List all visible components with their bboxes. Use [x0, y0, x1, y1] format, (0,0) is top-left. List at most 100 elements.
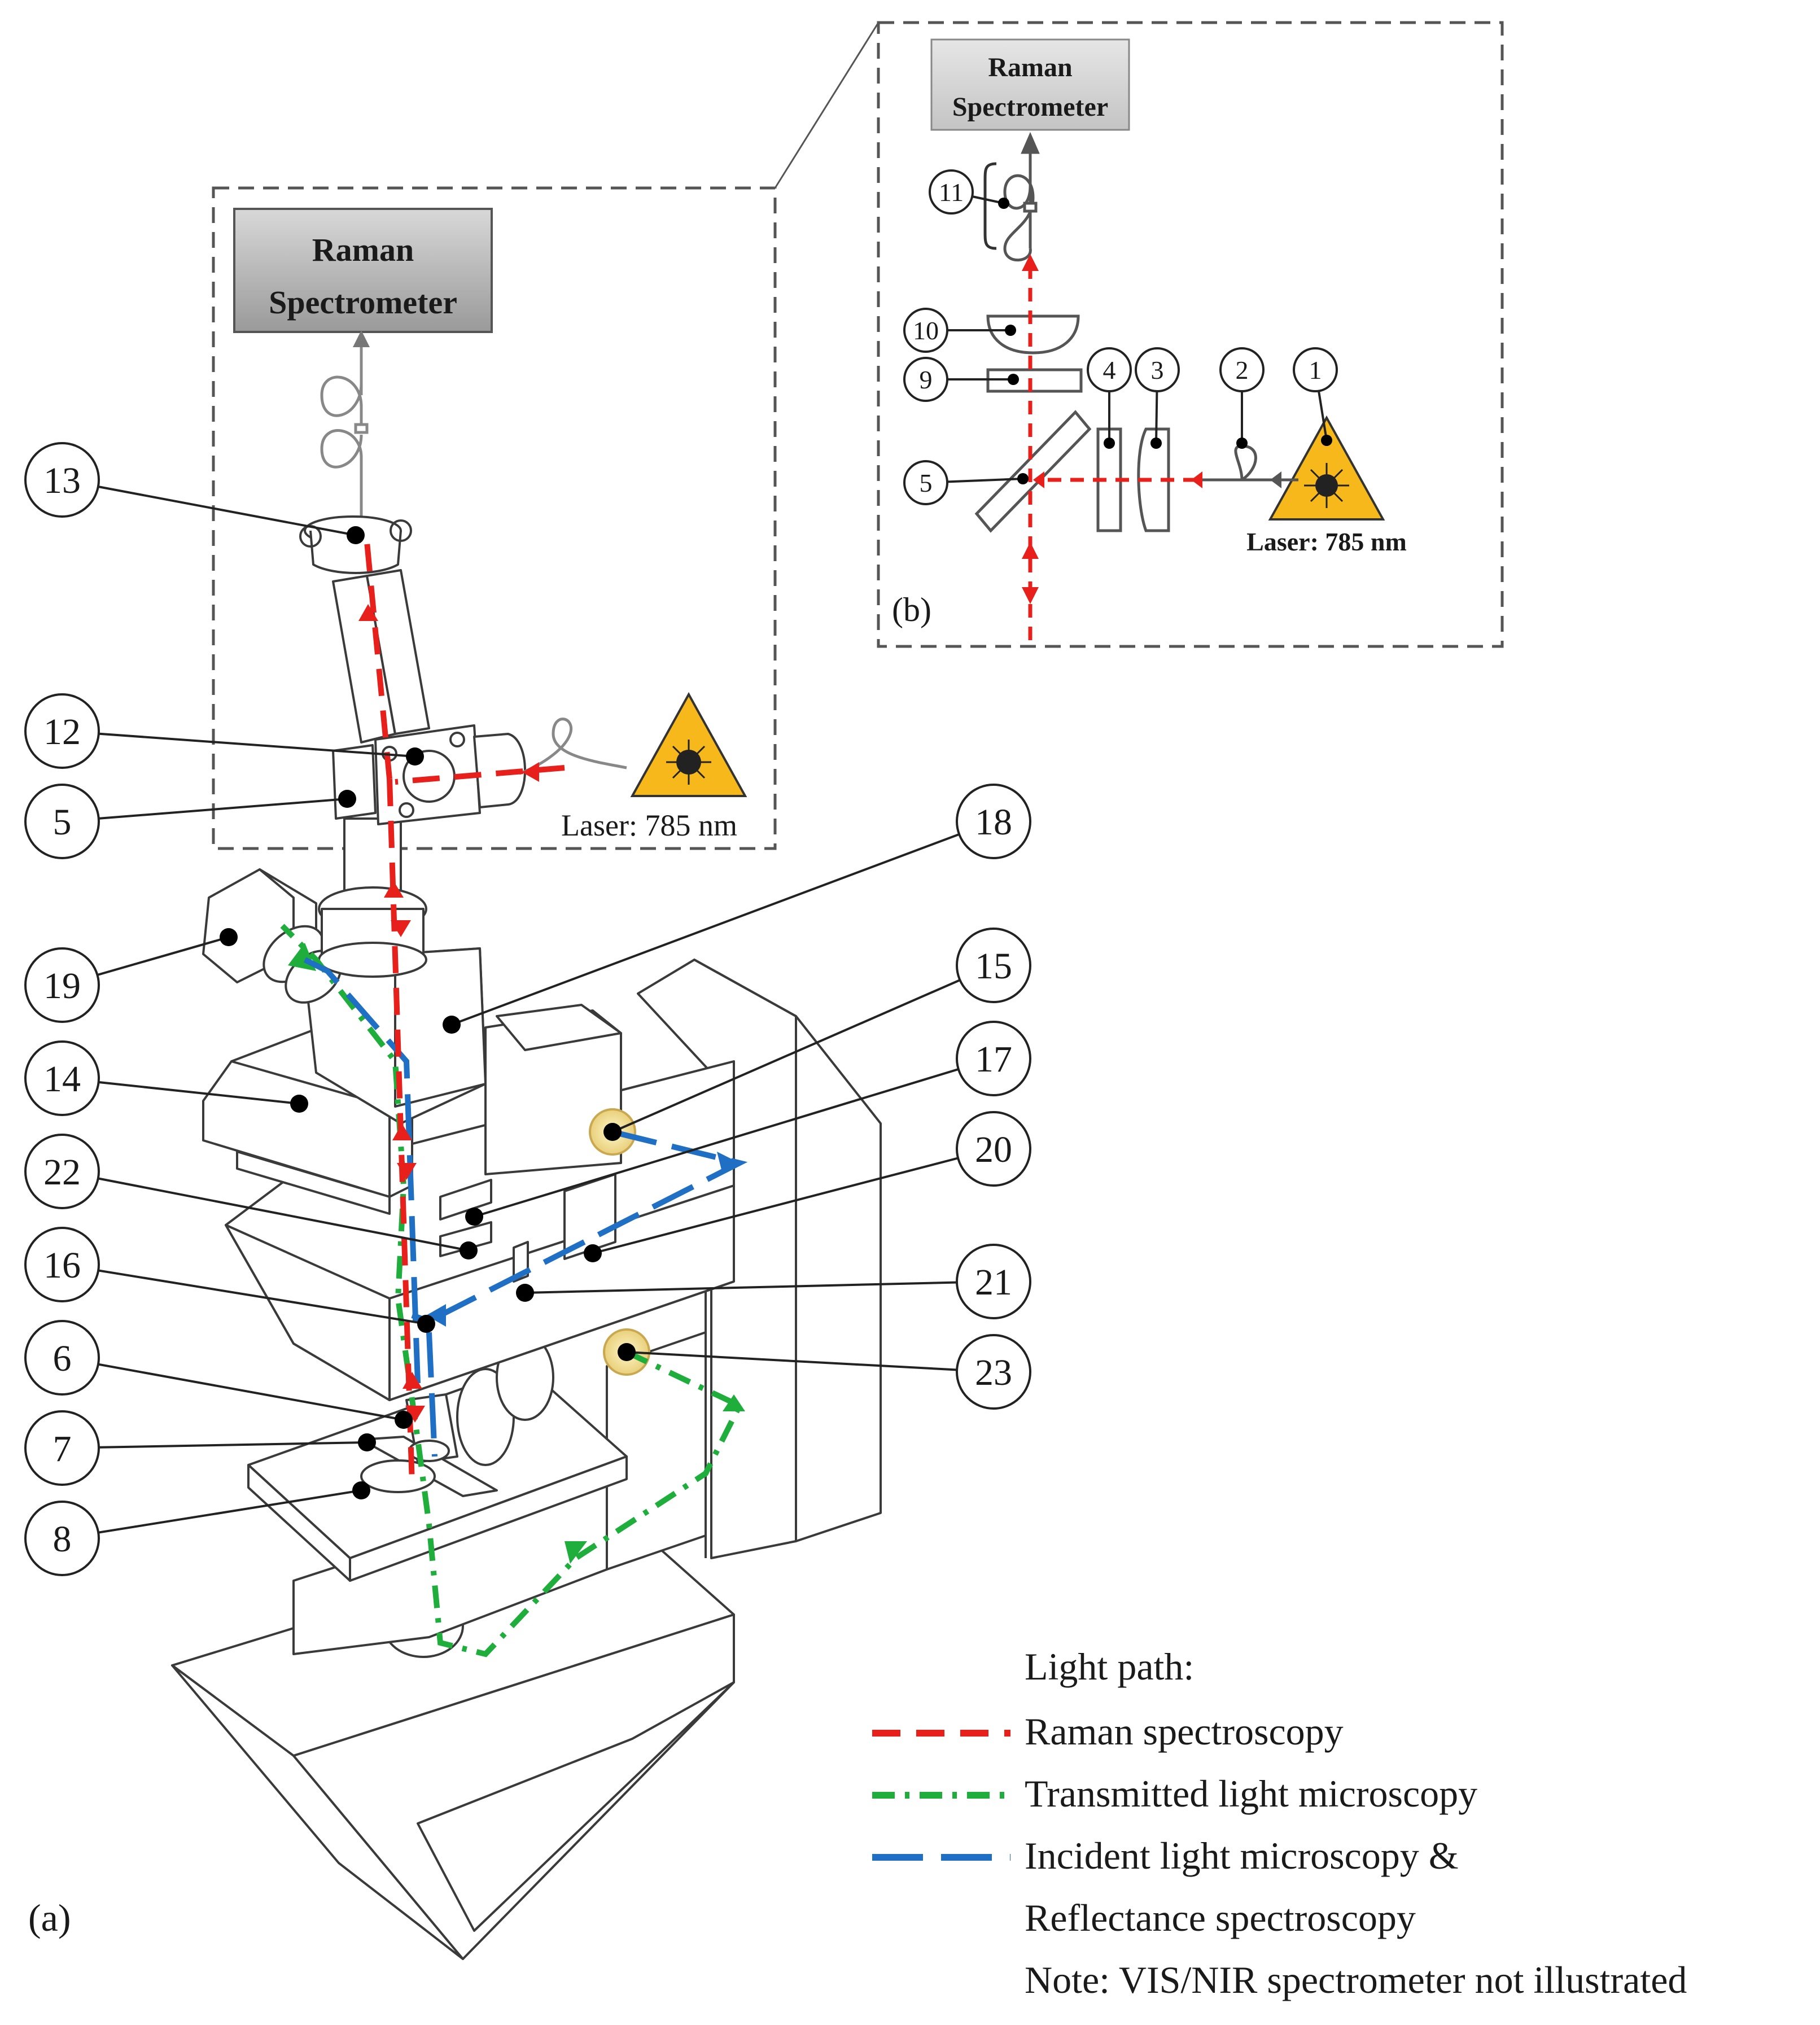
callout-b-3-number: 3 [1151, 356, 1164, 384]
callout-a-14-marker [290, 1095, 308, 1113]
callout-b-9-number: 9 [920, 365, 933, 394]
fiber-a [320, 330, 370, 531]
callout-a-19: 19 [24, 928, 238, 1023]
callout-a-6-marker [395, 1411, 413, 1429]
callout-a-13: 13 [24, 442, 365, 544]
callout-b-4-number: 4 [1103, 356, 1116, 384]
callout-a-19-marker [220, 928, 238, 946]
callout-a-7-marker [358, 1433, 376, 1451]
callout-a-16: 16 [24, 1227, 435, 1333]
callout-b-10-marker [1005, 325, 1016, 336]
callout-b-10: 10 [903, 308, 1016, 353]
callout-b-2: 2 [1219, 347, 1265, 449]
callout-b-4: 4 [1087, 347, 1132, 449]
raman-spectrometer-a: Raman Spectrometer [233, 208, 493, 333]
callout-a-12-number: 12 [43, 711, 81, 753]
callout-b-1-number: 1 [1309, 356, 1322, 384]
legend: Light path: Raman spectroscopy Transmitt… [872, 1645, 1687, 2001]
callout-b-10-number: 10 [913, 316, 939, 345]
callout-a-17-marker [465, 1208, 483, 1226]
callout-a-13-number: 13 [43, 460, 81, 501]
callout-a-7: 7 [24, 1410, 376, 1486]
panel-b-box [877, 21, 1504, 648]
legend-title: Light path: [1025, 1645, 1194, 1688]
callout-a-19-number: 19 [43, 965, 81, 1007]
callout-a-20: 20 [584, 1111, 1031, 1262]
callout-a-15-number: 15 [975, 946, 1012, 987]
callout-a-20-marker [584, 1244, 602, 1262]
callout-a-5: 5 [24, 784, 356, 859]
light-paths-a [280, 541, 748, 1657]
callout-a-21-number: 21 [975, 1262, 1012, 1303]
panel-a-label: (a) [28, 1896, 71, 1939]
panel-a-inset-box [212, 186, 777, 850]
callout-a-13-marker [347, 526, 365, 544]
callout-a-8: 8 [24, 1481, 370, 1576]
callout-b-5-marker [1017, 473, 1029, 484]
spectrometer-b-title-1: Raman [988, 53, 1072, 82]
spectrometer-b-title-2: Spectrometer [952, 92, 1108, 122]
callout-a-14: 14 [24, 1040, 308, 1116]
callout-a-21-marker [516, 1284, 534, 1302]
spectrometer-a-title-1: Raman [312, 231, 414, 268]
callout-a-15-marker [603, 1123, 622, 1141]
callout-b-9: 9 [903, 357, 1019, 402]
legend-item-raman: Raman spectroscopy [1025, 1710, 1344, 1753]
callout-b-4-marker [1104, 438, 1115, 449]
microscope-body [171, 515, 882, 1960]
callout-b-1-marker [1321, 435, 1332, 446]
laser-a-label: Laser: 785 nm [561, 808, 737, 842]
callout-a-6: 6 [24, 1320, 413, 1429]
callout-a-22-number: 22 [43, 1152, 81, 1193]
callout-a-22: 22 [24, 1134, 478, 1259]
callout-a-18-number: 18 [975, 802, 1012, 843]
callout-a-8-number: 8 [53, 1519, 72, 1560]
laser-a: Laser: 785 nm [561, 692, 747, 842]
callout-a-7-number: 7 [53, 1428, 72, 1469]
callout-a-6-number: 6 [53, 1338, 72, 1379]
callout-a-23-number: 23 [975, 1352, 1012, 1393]
optics-b [974, 132, 1298, 533]
callout-b-3: 3 [1135, 347, 1180, 449]
callout-b-3-marker [1150, 438, 1162, 449]
callout-b-5-number: 5 [920, 469, 933, 497]
callout-a-23: 23 [618, 1334, 1031, 1410]
raman-spectrometer-b: Raman Spectrometer [930, 38, 1130, 131]
callout-a-18-marker [443, 1016, 461, 1034]
callout-b-11-marker [998, 198, 1009, 209]
legend-continuation: Reflectance spectroscopy [1025, 1896, 1416, 1939]
callout-a-23-marker [618, 1343, 636, 1361]
callout-a-12-marker [406, 747, 424, 766]
spectrometer-a-title-2: Spectrometer [269, 284, 457, 321]
callout-b-5: 5 [903, 460, 1029, 505]
zoom-connector [774, 22, 880, 189]
callout-b-11: 11 [929, 169, 1009, 215]
callout-a-5-marker [338, 790, 356, 808]
callout-a-15: 15 [603, 928, 1031, 1141]
callout-a-12: 12 [24, 693, 424, 769]
callout-a-8-marker [352, 1481, 370, 1499]
callout-a-22-marker [460, 1241, 478, 1259]
legend-item-incident: Incident light microscopy & [1025, 1834, 1459, 1877]
callout-a-18: 18 [443, 784, 1031, 1034]
legend-note: Note: VIS/NIR spectrometer not illustrat… [1025, 1958, 1687, 2001]
panel-b-label: (b) [892, 591, 931, 628]
callout-a-16-marker [417, 1315, 435, 1333]
callout-a-5-number: 5 [53, 802, 72, 843]
legend-item-transmitted: Transmitted light microscopy [1025, 1772, 1477, 1815]
laser-b: Laser: 785 nm [1246, 415, 1407, 556]
callout-b-1: 1 [1293, 347, 1338, 446]
laser-b-label: Laser: 785 nm [1246, 527, 1407, 556]
callout-a-17-number: 17 [975, 1039, 1012, 1080]
callout-b-11-number: 11 [939, 178, 964, 207]
callout-a-16-number: 16 [43, 1245, 81, 1286]
callout-a-21: 21 [516, 1244, 1031, 1319]
callout-a-14-number: 14 [43, 1059, 81, 1100]
red-path-b [1022, 254, 1202, 646]
callout-b-2-marker [1236, 438, 1248, 449]
callout-a-20-number: 20 [975, 1129, 1012, 1170]
callout-b-2-number: 2 [1236, 356, 1249, 384]
callout-a-17: 17 [465, 1021, 1031, 1226]
